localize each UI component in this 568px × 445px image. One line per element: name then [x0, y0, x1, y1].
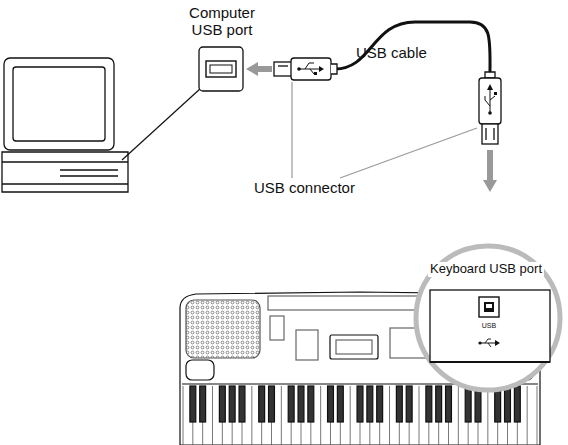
- leader-line: [122, 88, 201, 160]
- usb-cable: [335, 22, 490, 72]
- usb-connector-a: [274, 58, 337, 80]
- port-text: USB: [479, 322, 499, 330]
- usb-connector-b: [479, 72, 501, 144]
- connector-label: USB connector: [252, 179, 357, 196]
- leader-line: [340, 128, 477, 178]
- magnifier: [416, 246, 560, 390]
- port-label: Keyboard USB port: [428, 262, 544, 277]
- leader-line: [291, 82, 292, 178]
- computer-port-callout: [199, 47, 243, 91]
- computer: [2, 58, 128, 192]
- callout-label: Computer USB port: [182, 4, 262, 39]
- cable-label: USB cable: [356, 44, 427, 61]
- insert-arrow: [246, 62, 272, 76]
- insert-arrow: [483, 150, 497, 192]
